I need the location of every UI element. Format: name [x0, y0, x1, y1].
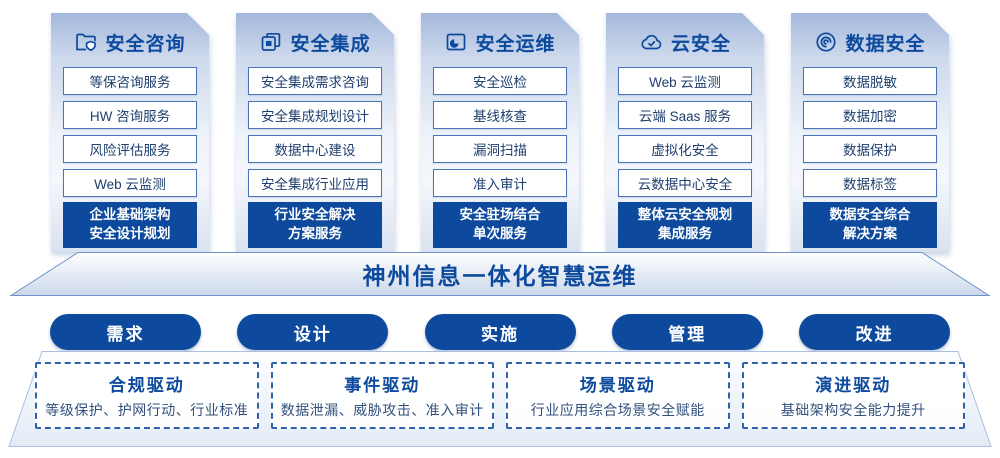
driver-desc: 基础架构安全能力提升: [780, 402, 926, 418]
card-footer-line: 企业基础架构: [89, 207, 171, 223]
card-footer-line: 数据安全综合: [829, 207, 911, 223]
driver-box-evolution: 演进驱动 基础架构安全能力提升: [741, 362, 965, 429]
service-item: 准入审计: [433, 169, 567, 197]
drivers-row: 合规驱动 等级保护、护网行动、行业标准 事件驱动 数据泄漏、威胁攻击、准入审计 …: [0, 362, 1000, 429]
card-footer-line: 集成服务: [658, 226, 712, 241]
service-item: Web 云监测: [63, 169, 197, 197]
driver-title: 场景驱动: [579, 376, 656, 395]
card-title: 安全运维: [475, 33, 556, 55]
banner-trapezoid: [9, 252, 991, 296]
card-footer-line: 解决方案: [843, 226, 897, 241]
banner-title: 神州信息一体化智慧运维: [362, 263, 638, 289]
phase-pills-row: 需求 设计 实施 管理 改进: [0, 314, 1000, 350]
driver-box-incident: 事件驱动 数据泄漏、威胁攻击、准入审计: [270, 362, 494, 429]
service-item: 虚拟化安全: [618, 135, 752, 163]
card-items: Web 云监测 云端 Saas 服务 虚拟化安全 云数据中心安全: [606, 67, 764, 197]
card-footer-line: 安全设计规划: [89, 226, 171, 241]
service-card-operations: 安全运维 安全巡检 基线核查 漏洞扫描 准入审计 安全驻场结合 单次服务: [421, 13, 579, 252]
fingerprint-icon: [814, 30, 838, 54]
cloud-icon: [639, 30, 664, 54]
driver-title: 事件驱动: [344, 376, 421, 395]
card-footer-line: 安全驻场结合: [459, 207, 541, 223]
driver-desc: 数据泄漏、威胁攻击、准入审计: [280, 402, 484, 418]
card-items: 安全集成需求咨询 安全集成规划设计 数据中心建设 安全集成行业应用: [236, 67, 394, 197]
service-item: 云端 Saas 服务: [618, 101, 752, 129]
driver-box-scenario: 场景驱动 行业应用综合场景安全赋能: [506, 362, 730, 429]
card-footer: 企业基础架构 安全设计规划: [63, 202, 197, 248]
card-title: 云安全: [670, 33, 731, 55]
service-item: 安全集成需求咨询: [248, 67, 382, 95]
monitor-folder-icon: [444, 30, 468, 54]
card-footer-line: 整体云安全规划: [637, 207, 733, 223]
service-item: 安全集成行业应用: [248, 169, 382, 197]
driver-desc: 行业应用综合场景安全赋能: [530, 402, 705, 418]
card-items: 安全巡检 基线核查 漏洞扫描 准入审计: [421, 67, 579, 197]
driver-title: 合规驱动: [108, 376, 185, 395]
service-card-cloud: 云安全 Web 云监测 云端 Saas 服务 虚拟化安全 云数据中心安全 整体云…: [606, 13, 764, 252]
service-item: 数据脱敏: [803, 67, 937, 95]
driver-desc: 等级保护、护网行动、行业标准: [45, 402, 249, 418]
card-footer-line: 单次服务: [473, 226, 527, 241]
service-item: HW 咨询服务: [63, 101, 197, 129]
service-item: 安全巡检: [433, 67, 567, 95]
card-items: 等保咨询服务 HW 咨询服务 风险评估服务 Web 云监测: [51, 67, 209, 197]
card-footer: 安全驻场结合 单次服务: [433, 202, 567, 248]
service-item: Web 云监测: [618, 67, 752, 95]
documents-icon: [259, 30, 283, 54]
card-header: 安全集成: [236, 29, 394, 55]
phase-pill-implement: 实施: [424, 314, 576, 350]
card-footer: 整体云安全规划 集成服务: [618, 202, 752, 248]
card-header: 安全运维: [421, 29, 579, 55]
card-title: 安全集成: [290, 33, 371, 55]
folder-shield-icon: [74, 30, 98, 54]
phase-pill-improve: 改进: [799, 314, 950, 350]
service-item: 数据保护: [803, 135, 937, 163]
service-item: 风险评估服务: [63, 135, 197, 163]
service-item: 数据中心建设: [248, 135, 382, 163]
card-header: 数据安全: [791, 29, 949, 55]
card-items: 数据脱敏 数据加密 数据保护 数据标签: [791, 67, 949, 197]
service-card-integration: 安全集成 安全集成需求咨询 安全集成规划设计 数据中心建设 安全集成行业应用 行…: [236, 13, 394, 252]
card-footer-line: 方案服务: [288, 226, 342, 241]
card-header: 安全咨询: [51, 29, 209, 55]
card-footer: 数据安全综合 解决方案: [803, 202, 937, 248]
service-card-data: 数据安全 数据脱敏 数据加密 数据保护 数据标签 数据安全综合 解决方案: [791, 13, 949, 252]
driver-box-compliance: 合规驱动 等级保护、护网行动、行业标准: [35, 362, 259, 429]
phase-pill-demand: 需求: [50, 314, 201, 350]
service-cards-row: 安全咨询 等保咨询服务 HW 咨询服务 风险评估服务 Web 云监测 企业基础架…: [0, 13, 1000, 252]
service-item: 安全集成规划设计: [248, 101, 382, 129]
card-title: 数据安全: [845, 33, 926, 55]
service-item: 云数据中心安全: [618, 169, 752, 197]
service-card-consulting: 安全咨询 等保咨询服务 HW 咨询服务 风险评估服务 Web 云监测 企业基础架…: [51, 13, 209, 252]
service-item: 基线核查: [433, 101, 567, 129]
service-item: 数据加密: [803, 101, 937, 129]
card-footer-line: 行业安全解决: [274, 207, 356, 223]
service-item: 漏洞扫描: [433, 135, 567, 163]
service-item: 等保咨询服务: [63, 67, 197, 95]
card-footer: 行业安全解决 方案服务: [248, 202, 382, 248]
phase-pill-manage: 管理: [611, 314, 763, 350]
phase-pill-design: 设计: [237, 314, 389, 350]
card-title: 安全咨询: [105, 33, 186, 55]
card-header: 云安全: [606, 29, 764, 55]
service-item: 数据标签: [803, 169, 937, 197]
driver-title: 演进驱动: [815, 376, 892, 395]
